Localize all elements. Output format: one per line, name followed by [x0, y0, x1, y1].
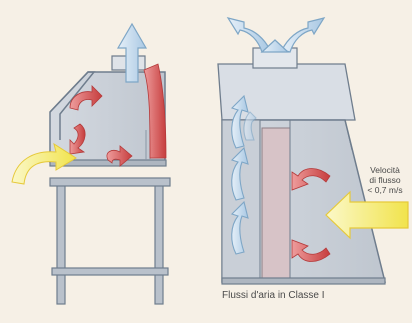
front-view-base: [222, 278, 385, 284]
front-view-filter: [262, 128, 290, 278]
front-exhaust-arrows: [228, 18, 324, 52]
side-view-stand: [50, 178, 170, 304]
flow-speed-line: Velocità: [358, 165, 412, 175]
exhaust-arrow-icon: [228, 18, 270, 52]
flow-speed-annotation: Velocità di flusso < 0,7 m/s: [358, 165, 412, 195]
flow-speed-line: di flusso: [358, 175, 412, 185]
diagram-caption: Flussi d'aria in Classe I: [222, 290, 325, 301]
flow-speed-value: < 0,7 m/s: [358, 185, 412, 195]
exhaust-arrow-icon: [282, 18, 324, 52]
